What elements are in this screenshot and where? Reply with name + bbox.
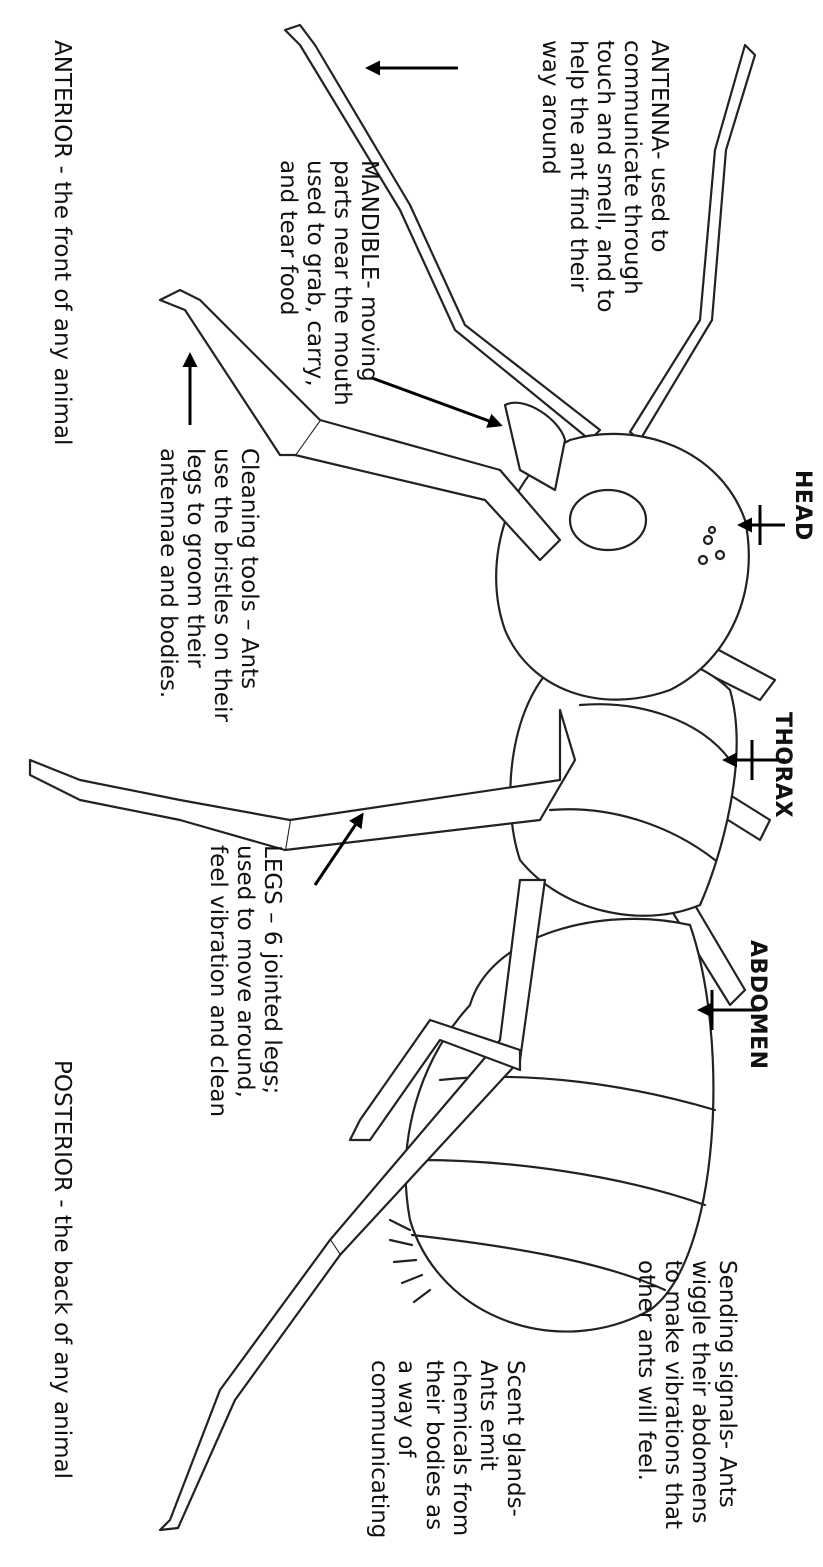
anterior-label: ANTERIOR - the front of any animal (48, 40, 75, 445)
head-label: HEAD (789, 470, 815, 541)
thorax-label: THORAX (769, 712, 795, 818)
mandible-description: MANDIBLE- moving parts near the mouth us… (274, 160, 383, 406)
scent-glands-description: Scent glands- Ants emit chemicals from t… (365, 1360, 528, 1538)
mandible (505, 403, 565, 490)
legs-description: LEGS – 6 jointed legs; used to move arou… (204, 845, 285, 1117)
antenna-description: ANTENNA- used to communicate through tou… (536, 40, 672, 312)
posterior-label: POSTERIOR - the back of any animal (48, 1060, 75, 1479)
abdomen-label: ABDOMEN (744, 940, 770, 1070)
compound-eye (570, 490, 646, 550)
sending-signals-description: Sending signals- Ants wiggle their abdom… (632, 1260, 741, 1529)
cleaning-description: Cleaning tools – Ants use the bristles o… (154, 448, 263, 722)
mandible-arrow (372, 378, 500, 425)
